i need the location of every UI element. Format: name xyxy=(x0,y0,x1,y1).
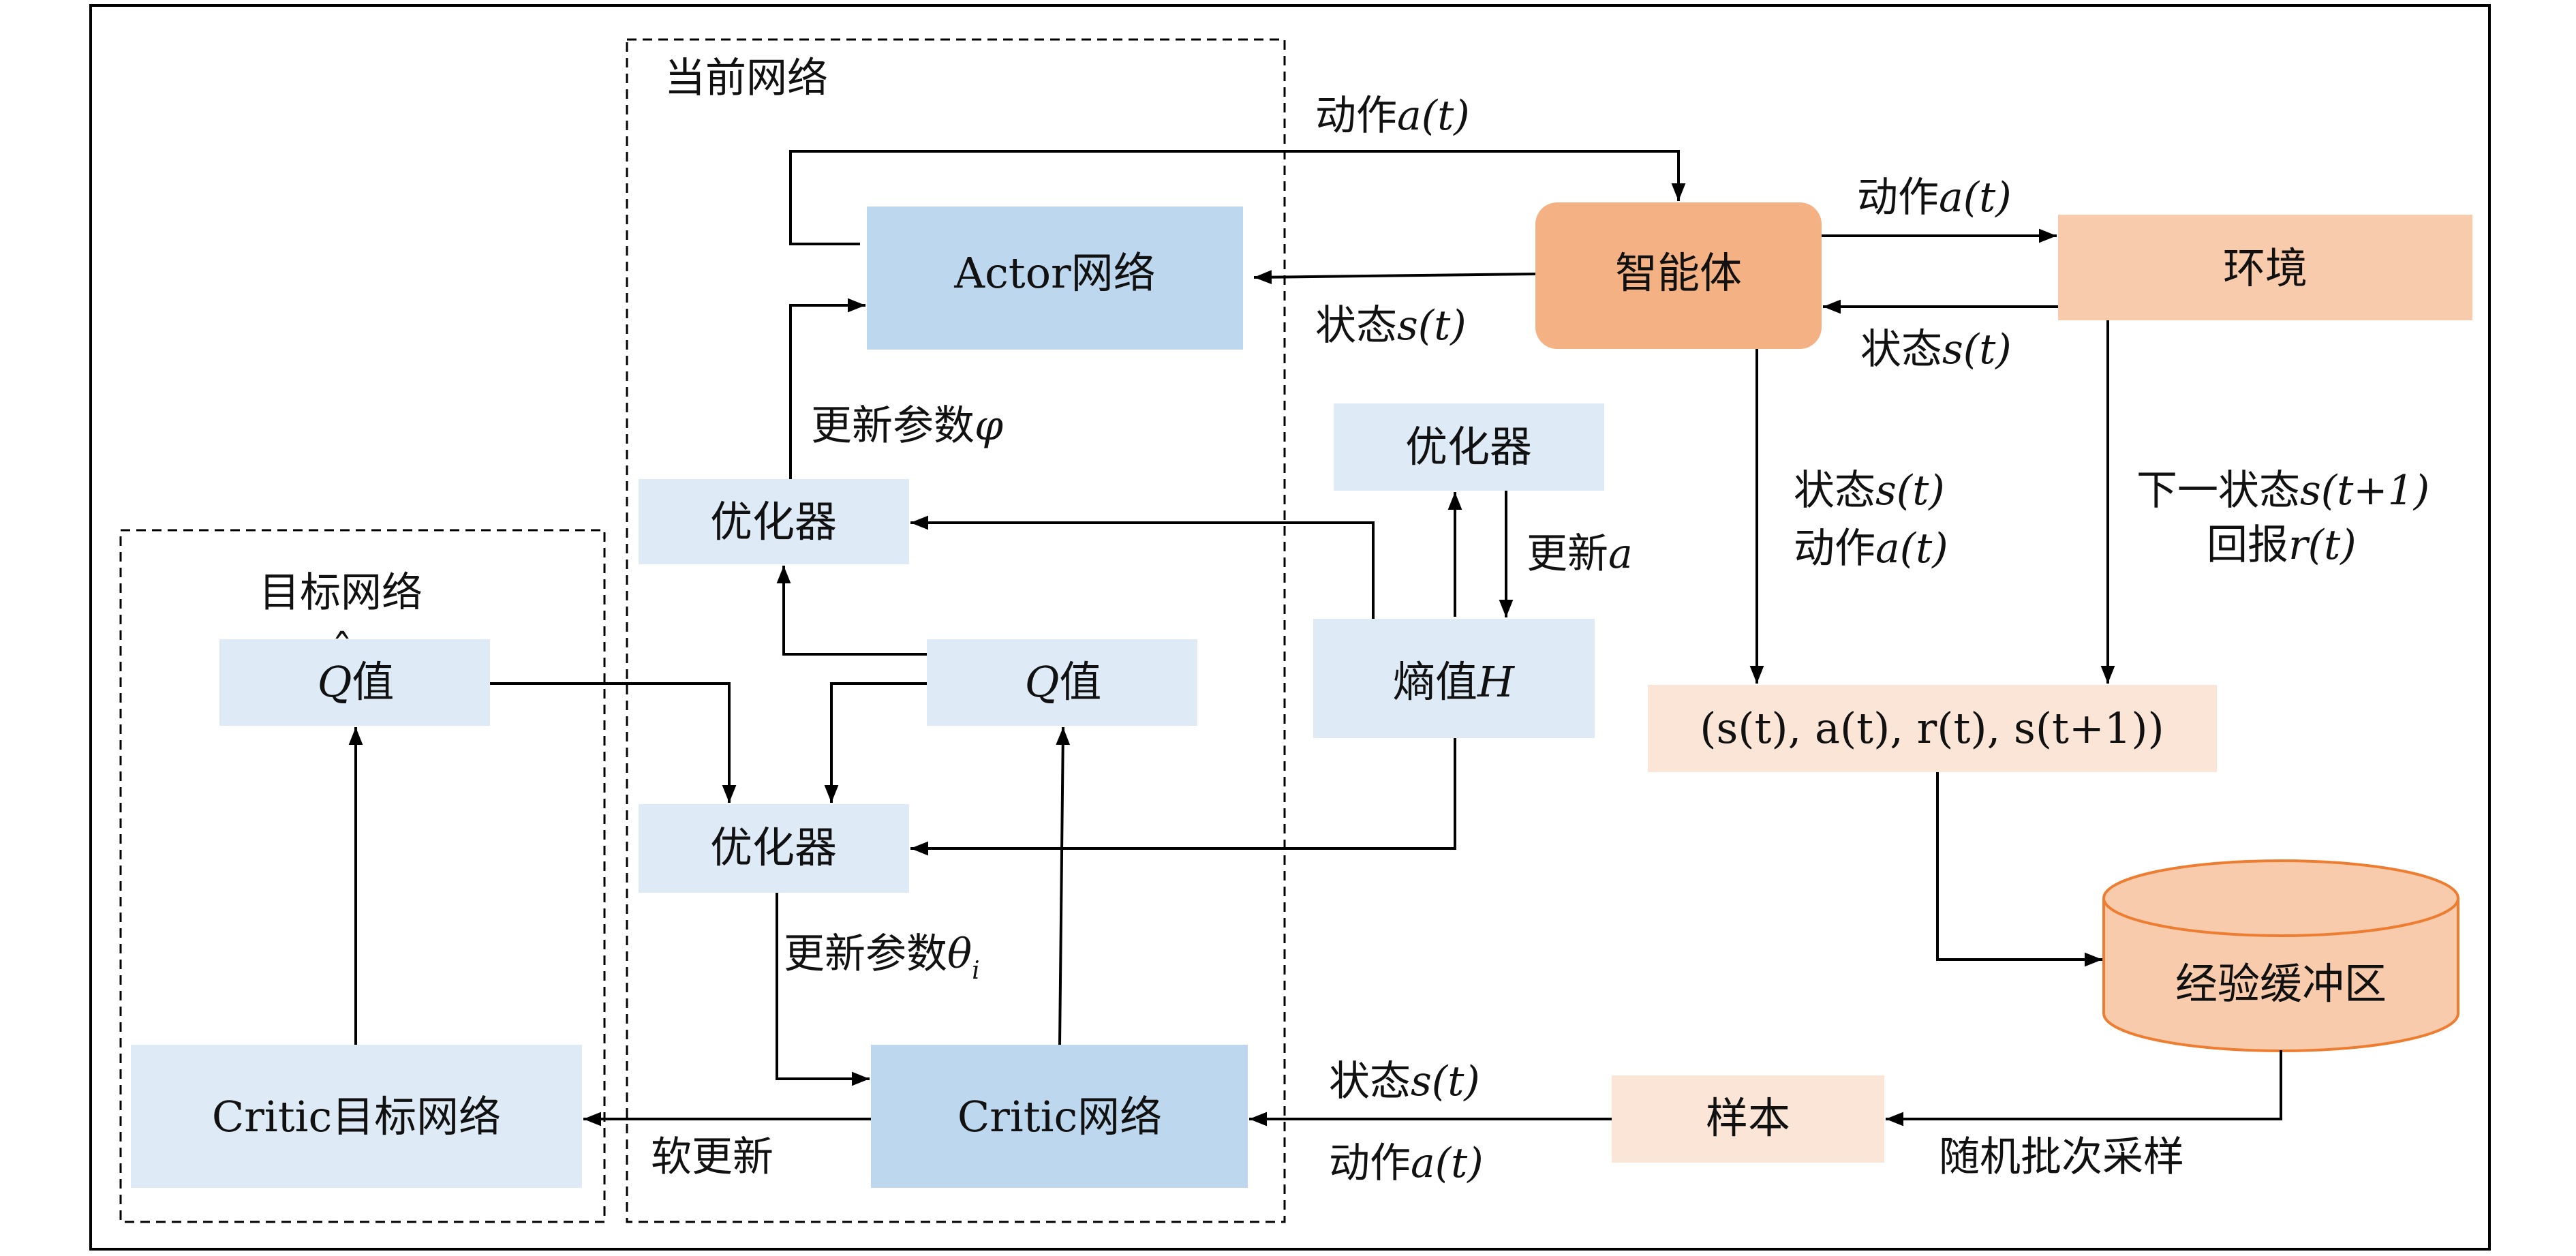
outer-frame xyxy=(89,4,2491,1251)
label-state-actor: 状态s(t) xyxy=(1315,302,1467,350)
svg-text:(s(t), a(t), r(t), s(t+1)): (s(t), a(t), r(t), s(t+1)) xyxy=(1700,703,2164,753)
edge-q-to-optimizer-actor xyxy=(776,566,927,656)
edge-optimizer-to-actor xyxy=(789,298,865,479)
target-network-label: 目标网络 xyxy=(259,569,423,617)
edge-agent-to-actor xyxy=(1253,270,1536,285)
svg-text:优化器: 优化器 xyxy=(710,823,837,872)
label-action-top: 动作a(t) xyxy=(1315,92,1470,140)
critic-network-node: Critic网络 xyxy=(871,1045,1248,1188)
svg-text:优化器: 优化器 xyxy=(1405,422,1532,472)
label-update-phi: 更新参数φ xyxy=(811,402,1003,450)
entropy-node: 熵值H xyxy=(1313,619,1595,738)
label-next-state: 下一状态s(t+1) xyxy=(2136,467,2429,515)
svg-text:优化器: 优化器 xyxy=(710,497,837,547)
label-update-alpha: 更新a xyxy=(1527,530,1633,578)
label-state-sample: 状态s(t) xyxy=(1329,1058,1480,1105)
edge-actor-to-agent xyxy=(789,150,1686,245)
optimizer-critic-node: 优化器 xyxy=(639,804,909,893)
edge-buffer-to-sample xyxy=(1886,1050,2282,1127)
svg-text:Q值: Q值 xyxy=(1025,657,1102,707)
replay-buffer-node: 经验缓冲区 xyxy=(2102,859,2459,1052)
optimizer-alpha-node: 优化器 xyxy=(1334,403,1604,491)
label-random-sample: 随机批次采样 xyxy=(1939,1133,2184,1181)
critic-target-network-node: Critic目标网络 xyxy=(131,1045,582,1188)
optimizer-actor-node: 优化器 xyxy=(639,479,909,564)
transition-node: (s(t), a(t), r(t), s(t+1)) xyxy=(1648,685,2217,772)
label-state-env: 状态s(t) xyxy=(1860,326,2012,373)
svg-text:经验缓冲区: 经验缓冲区 xyxy=(2175,959,2387,1009)
label-reward: 回报r(t) xyxy=(2207,521,2357,569)
agent-node: 智能体 xyxy=(1535,202,1822,349)
sample-node: 样本 xyxy=(1612,1075,1884,1163)
label-action-env: 动作a(t) xyxy=(1857,174,2012,221)
label-action-buffer: 动作a(t) xyxy=(1794,525,1948,572)
label-soft-update: 软更新 xyxy=(651,1133,773,1181)
edge-entropy-to-optimizer-critic xyxy=(910,738,1456,856)
svg-text:样本: 样本 xyxy=(1706,1093,1790,1143)
edge-entropy-to-optimizer-actor xyxy=(910,515,1375,619)
svg-text:ˆ: ˆ xyxy=(332,625,353,675)
current-network-label: 当前网络 xyxy=(664,55,828,102)
actor-network-node: Actor网络 xyxy=(867,206,1243,350)
environment-node: 环境 xyxy=(2058,215,2472,320)
svg-text:Critic网络: Critic网络 xyxy=(957,1092,1162,1142)
current-network-group xyxy=(626,38,1286,1223)
label-state-buffer: 状态s(t) xyxy=(1794,467,1945,515)
label-action-sample: 动作a(t) xyxy=(1329,1139,1484,1187)
q-value-node: Q值 xyxy=(927,639,1197,726)
svg-text:Actor网络: Actor网络 xyxy=(953,248,1155,298)
svg-text:熵值H: 熵值H xyxy=(1393,657,1516,707)
edge-critic-to-q xyxy=(1056,726,1071,1045)
svg-text:Critic目标网络: Critic目标网络 xyxy=(212,1092,501,1142)
target-network-group xyxy=(119,529,606,1223)
edge-qhat-to-optimizer-critic xyxy=(490,682,737,803)
q-hat-value-node: Q值 ˆ xyxy=(219,625,490,726)
label-update-theta: 更新参数θi xyxy=(784,930,980,985)
edge-transition-to-buffer xyxy=(1936,772,2102,967)
svg-text:智能体: 智能体 xyxy=(1615,248,1742,298)
edge-optimizer-to-critic xyxy=(776,893,870,1086)
edge-q-to-optimizer-critic xyxy=(824,682,927,803)
svg-text:环境: 环境 xyxy=(2223,243,2307,293)
svg-text:Q值: Q值 xyxy=(318,657,395,707)
